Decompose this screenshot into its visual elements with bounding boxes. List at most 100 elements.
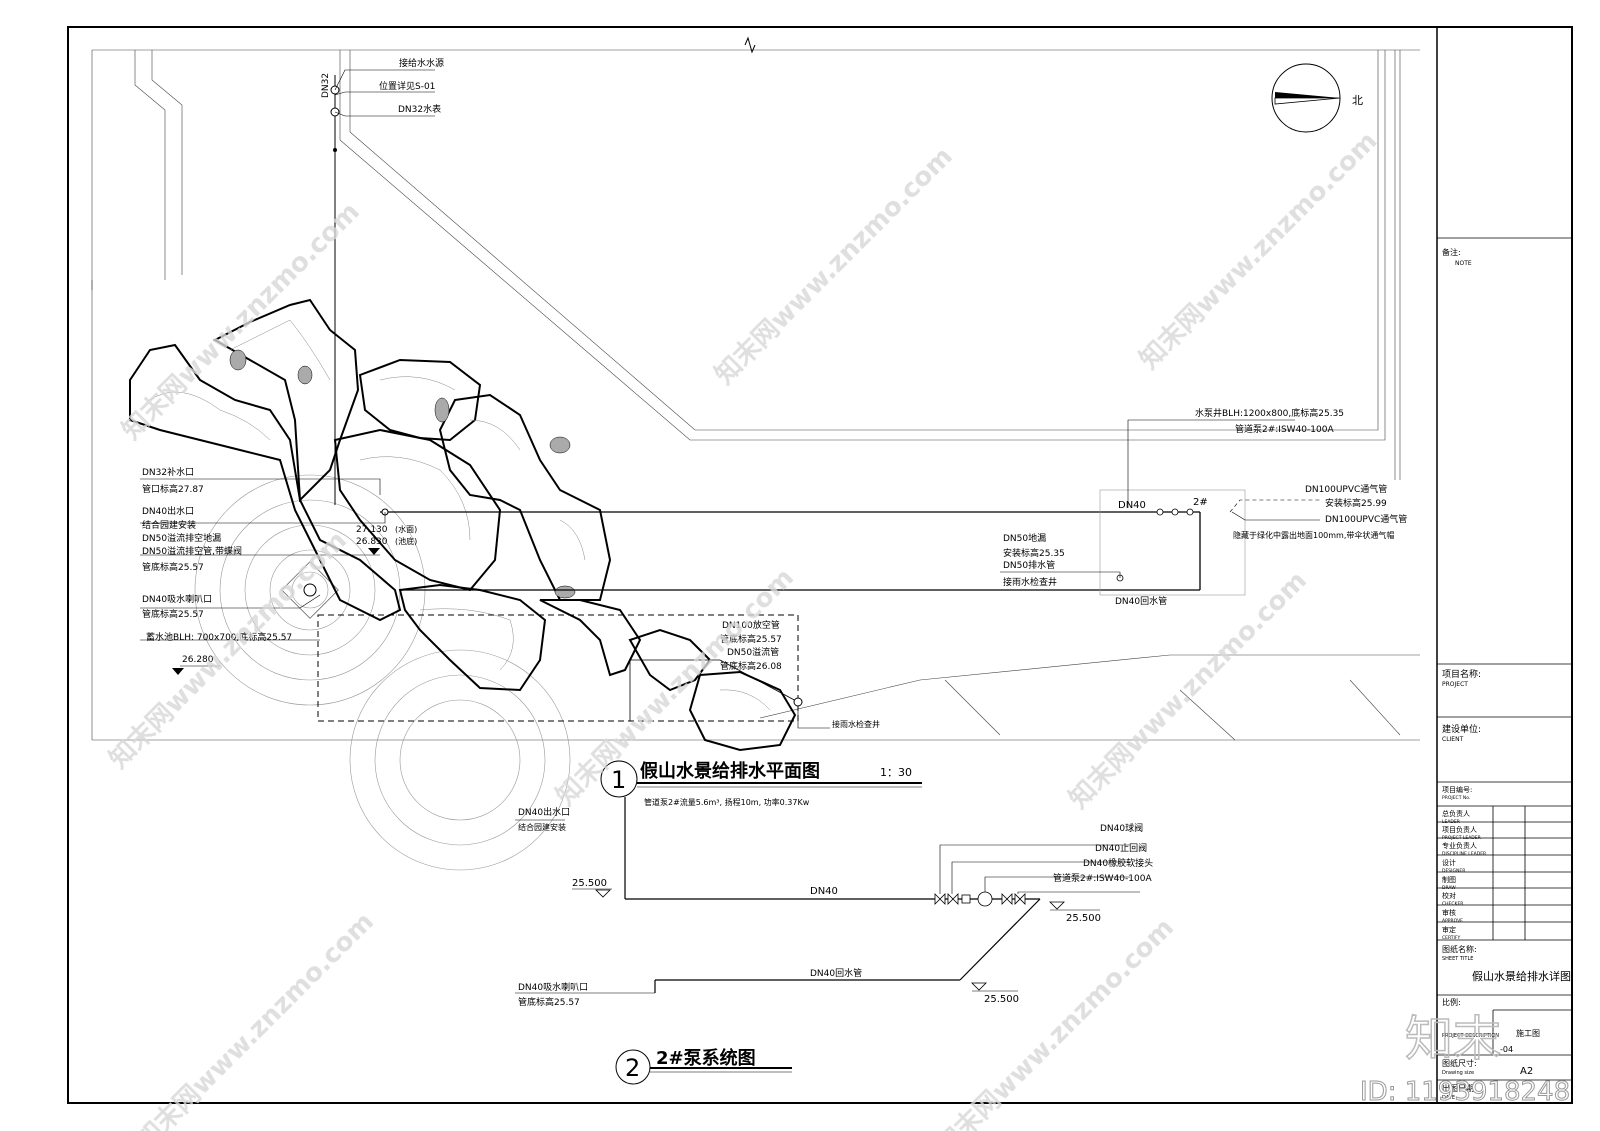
bottom-l5: 接雨水检查井 — [832, 719, 880, 729]
system-c4: 管道泵2#:ISW40-100A — [1053, 872, 1152, 884]
vent-l3: DN100UPVC通气管 — [1325, 513, 1407, 525]
tb-row-cn: 制图 — [1442, 875, 1456, 884]
pond-elev-top-note: (水面) — [395, 524, 417, 534]
tb-sheet-no: -04 — [1500, 1045, 1513, 1054]
north-label: 北 — [1352, 94, 1363, 107]
pond-elev-bottom-note: (池底) — [395, 536, 417, 546]
system-elev2: 25.500 — [1066, 913, 1101, 924]
system-suck-elev: 管底标高25.57 — [518, 996, 580, 1008]
drain-l3: DN50排水管 — [1003, 559, 1055, 571]
pump-pit-l2: 管道泵2#:ISW40-100A — [1235, 423, 1334, 435]
tb-client-en: CLIENT — [1442, 736, 1464, 743]
tb-sheet-en: SHEET TITLE — [1442, 956, 1473, 962]
inspection-well-icon — [793, 697, 803, 707]
tb-row-cn: 审定 — [1442, 925, 1456, 934]
tb-row-en: CERTIFY — [1442, 935, 1460, 941]
system-number: 2 — [625, 1054, 640, 1082]
plan-title-circle — [600, 760, 638, 798]
pump-fittings — [1116, 508, 1194, 582]
tb-stage: 施工图 — [1516, 1028, 1540, 1038]
tb-sheet-cn: 图纸名称: — [1442, 944, 1477, 954]
tb-row-cn: 审核 — [1442, 908, 1456, 917]
watermark-text: 知末网www.znzmo.com — [1134, 126, 1383, 375]
tb-scale-cn: 比例: — [1442, 997, 1461, 1007]
plan-title: 假山水景给排水平面图 — [640, 760, 820, 782]
system-c3: DN40橡胶软接头 — [1083, 857, 1153, 869]
elevation-marker-icon — [971, 982, 987, 991]
tb-size-cn: 图纸尺寸: — [1442, 1058, 1477, 1068]
tb-row-en: DISCIPLINE LEADER — [1442, 851, 1486, 857]
label-elev-low: 26.280 — [182, 655, 214, 665]
tb-project-cn: 项目名称: — [1442, 668, 1481, 680]
tb-row-en: DESIGNER — [1442, 868, 1465, 874]
label-dn32-in: DN32补水口 — [142, 466, 194, 478]
label-dn40-suck: DN40吸水喇叭口 — [142, 593, 212, 605]
tb-size-en: Drawing size — [1442, 1070, 1474, 1076]
pump-pit — [1099, 489, 1246, 596]
tb-date-en: DATE — [1442, 1095, 1455, 1101]
supply-l1: 接给水水源 — [399, 57, 444, 69]
system-return-label: DN40回水管 — [810, 967, 862, 979]
tb-row-cn: 项目编号: — [1442, 785, 1472, 794]
system-c2: DN40止回阀 — [1095, 842, 1147, 854]
pump-pit-l1: 水泵井BLH:1200x800,底标高25.35 — [1195, 407, 1344, 419]
system-out-note: 结合园建安装 — [518, 822, 566, 832]
vent-l1: DN100UPVC通气管 — [1305, 483, 1387, 495]
return-label: DN40回水管 — [1115, 595, 1167, 607]
plan-scale: 1：30 — [880, 766, 912, 779]
watermark-text: 知末网www.znzmo.com — [931, 913, 1180, 1131]
system-fittings — [934, 891, 1026, 907]
drain-l1: DN50地漏 — [1003, 532, 1046, 544]
storage-tank-outline — [317, 614, 799, 722]
label-dn50-pipe-elev: 管底标高25.57 — [142, 561, 204, 573]
tb-row-en: DRAW — [1442, 885, 1456, 891]
pipe-node-icon — [333, 148, 337, 152]
plan-boundary — [91, 49, 1420, 741]
tb-note-cn: 备注: — [1442, 247, 1461, 257]
tb-row-en: PROJECT No. — [1442, 795, 1470, 801]
system-pipe-label: DN40 — [810, 886, 838, 897]
rockery-contours — [149, 319, 771, 711]
pump-spec: 管道泵2#流量5.6m³, 扬程10m, 功率0.37Kw — [644, 797, 810, 807]
watermark-id: ID: 1193918248 — [1360, 1077, 1570, 1107]
plan-number: 1 — [611, 766, 626, 794]
pond-elev-top: 27.130 — [356, 525, 388, 535]
system-elev1: 25.500 — [572, 878, 607, 889]
system-c1: DN40球阀 — [1100, 822, 1143, 834]
elevation-marker-icon — [1049, 901, 1065, 910]
tb-row-cn: 总负责人 — [1442, 809, 1470, 818]
drain-l4: 接雨水检查井 — [1003, 576, 1057, 588]
elevation-marker-icon — [172, 668, 184, 675]
watermark-text: 知末网www.znzmo.com — [131, 907, 380, 1131]
bottom-l4: 管底标高26.08 — [720, 660, 782, 672]
rock-hatch — [229, 349, 576, 599]
tb-date-cn: 出图日期 — [1442, 1083, 1474, 1093]
label-tank: 蓄水池BLH: 700x700,底标高25.57 — [146, 631, 292, 643]
label-dn40-suck-elev: 管底标高25.57 — [142, 608, 204, 620]
tb-row-cn: 校对 — [1442, 891, 1456, 900]
tb-row-en: LEADER — [1442, 819, 1460, 825]
elevation-marker-icon — [368, 548, 380, 555]
dn40-label: DN40 — [1118, 500, 1146, 511]
vent-l2: 安装标高25.99 — [1325, 497, 1387, 509]
tb-project-en: PROJECT — [1442, 681, 1468, 688]
pump-label: 2# — [1193, 497, 1208, 508]
tb-client-cn: 建设单位: — [1442, 723, 1481, 735]
tb-desc: PROJECT DESCRIPTION — [1442, 1033, 1499, 1039]
fountain-nozzle — [303, 583, 317, 597]
label-dn50-pipe: DN50溢流排空管,带蝶阀 — [142, 545, 242, 557]
supply-l2: 位置详见S-01 — [379, 80, 435, 92]
tb-row-en: CHECKER — [1442, 901, 1463, 907]
watermark-text: 知末网www.znzmo.com — [117, 197, 366, 446]
vent-l4: 隐藏于绿化中露出地面100mm,带伞状通气帽 — [1233, 530, 1394, 540]
tb-sheet-title: 假山水景给排水详图 — [1472, 969, 1571, 983]
label-dn50-drain: DN50溢流排空地漏 — [142, 532, 221, 544]
watermark-brand: 知末 — [1405, 1011, 1501, 1067]
titleblock-grid — [1437, 237, 1572, 1081]
tb-row-cn: 项目负责人 — [1442, 825, 1477, 834]
tb-row-cn: 专业负责人 — [1442, 841, 1477, 850]
tb-row-cn: 设计 — [1442, 858, 1456, 867]
north-arrow-icon — [1275, 92, 1340, 98]
